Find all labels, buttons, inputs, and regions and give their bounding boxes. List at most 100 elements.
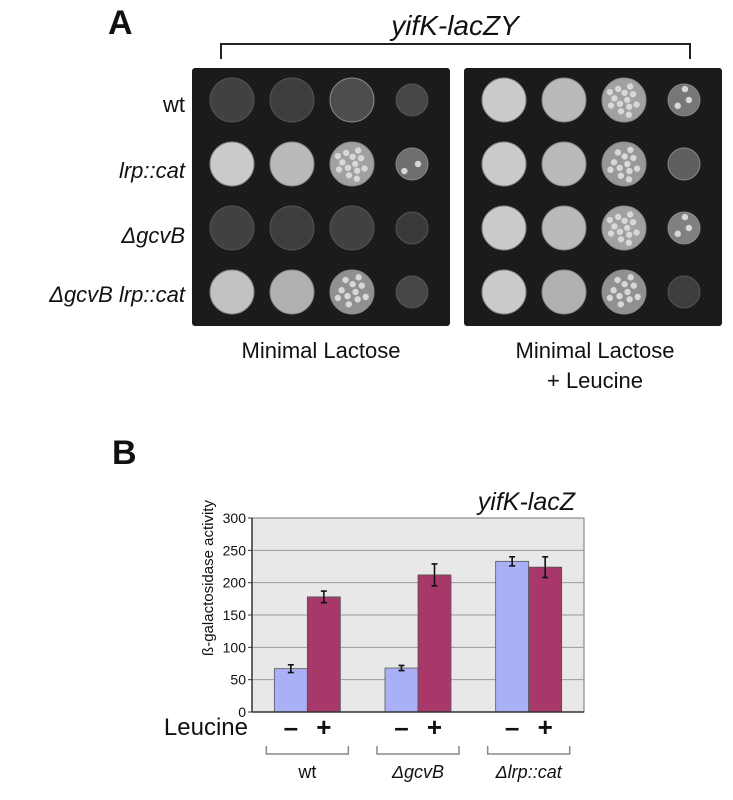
plate-left-spot-r3-c0 (209, 269, 255, 315)
plate-right-spot-r1-c2 (601, 141, 647, 187)
chart-title: yifK-lacZ (476, 488, 576, 516)
condition-label-2-0: – (505, 712, 519, 742)
plate-left-colony (354, 167, 361, 174)
plate-right-colony (607, 166, 614, 173)
plate-left-colony (352, 288, 359, 296)
plate-left-colony (355, 274, 362, 281)
plate-left-colony (344, 292, 351, 300)
plate-left-spot-r3-c2 (329, 269, 375, 315)
plate-left-spot-r0-c1 (269, 77, 315, 123)
bar-0-0 (273, 668, 308, 713)
plate-right-colony (674, 230, 681, 237)
plate-right-colony (617, 172, 625, 179)
medium-label-right-line1: Minimal Lactose (515, 338, 675, 363)
condition-label-1-1: + (427, 712, 442, 742)
plate-right-colony (617, 108, 625, 115)
plate-right-spot-r1-c3 (667, 147, 701, 181)
plate-right-colony (614, 276, 621, 284)
strain-label-gcvb-lrp-cat: ΔgcvB lrp::cat (49, 282, 185, 307)
plate-left-colony (335, 166, 343, 173)
plate-right-colony (685, 96, 693, 104)
plate-left-colony (354, 147, 362, 154)
y-tick-label: 200 (223, 575, 247, 591)
plate-right-colony (625, 239, 633, 246)
group-brackets (265, 746, 571, 755)
plate-right-colony (629, 90, 637, 98)
plate-right-colony (611, 223, 618, 230)
plate-left-colony (354, 296, 361, 303)
plate-right-colony (624, 224, 631, 232)
plate-left-spots (209, 77, 429, 315)
plate-right-colony (685, 224, 693, 232)
plate-left-spot-r2-c1 (269, 205, 315, 251)
medium-label-left: Minimal Lactose (241, 338, 401, 363)
plate-left-spot-r0-c3 (395, 83, 429, 117)
chart-y-axis-label: ß-galactosidase activity (200, 500, 217, 656)
plate-right-colony (681, 85, 689, 93)
condition-label-2-1: + (538, 712, 553, 742)
condition-labels: –+–+–+ (284, 712, 553, 742)
plate-right-colony (616, 100, 624, 107)
plate-right-colony (633, 165, 641, 172)
plate-left-colony (345, 301, 352, 308)
category-label-2: Δlrp::cat (495, 762, 563, 782)
plate-right-colony (607, 102, 615, 109)
plate-right-spot-r3-c0 (481, 269, 527, 315)
condition-label-1-0: – (394, 712, 408, 742)
plate-left-spot-r1-c1 (269, 141, 315, 187)
plate-right-colony (630, 154, 637, 162)
beta-gal-chart: yifK-lacZ ß-galactosidase activity 05010… (164, 488, 585, 782)
strain-label-gcvb: ΔgcvB (121, 223, 185, 248)
plate-right-colony (610, 287, 617, 294)
construct-label-a: yifK-lacZY (391, 10, 519, 41)
panel-a-letter: A (108, 4, 133, 42)
plate-left-colony (357, 154, 365, 162)
plate-right-spot-r3-c2 (601, 269, 647, 315)
plate-left-spot-r2-c3 (395, 211, 429, 245)
bars (273, 560, 563, 713)
plate-right-colony (626, 103, 633, 110)
plate-left-colony (358, 282, 366, 289)
plate-left-colony (353, 175, 361, 182)
plate-left-colony (414, 160, 422, 168)
panel-b-letter: B (112, 434, 137, 472)
group-bracket-2 (486, 746, 571, 755)
plate-left-colony (339, 159, 346, 166)
medium-label-right-line2: + Leucine (546, 368, 644, 393)
plate-right-colony (624, 96, 631, 104)
y-tick-label: 0 (238, 704, 246, 720)
medium-label-right: Minimal Lactose + Leucine (455, 336, 733, 396)
plate-left-spot-r3-c1 (269, 269, 315, 315)
plate-minimal-lactose (192, 68, 450, 326)
plate-left-colony (342, 149, 350, 157)
plate-right-colony (627, 274, 634, 281)
plate-right-colony (624, 288, 631, 296)
plate-right-colony (633, 101, 640, 108)
plate-left-spot-r1-c2 (329, 141, 375, 187)
plate-minimal-lactose-leucine (464, 68, 722, 326)
plate-right-colony (621, 217, 628, 224)
category-label-1: ΔgcvB (391, 762, 444, 782)
plate-right-colony (614, 85, 622, 93)
plate-right-spot-r1-c0 (481, 141, 527, 187)
plate-left-spot-r2-c2 (329, 205, 375, 251)
plate-right-colony (633, 229, 640, 236)
plate-left-colony (345, 172, 353, 179)
plate-right-colony (627, 146, 634, 154)
plate-right-colony (621, 153, 628, 160)
plate-right-colony (674, 102, 681, 109)
plate-left-spot-r0-c2 (329, 77, 375, 123)
plate-left-colony (342, 276, 349, 284)
plate-right-colony (616, 164, 623, 172)
plate-right-spot-r0-c0 (481, 77, 527, 123)
plate-left-colony (334, 294, 342, 302)
strain-label-wt: wt (163, 92, 185, 117)
plate-right-spot-r2-c2 (601, 205, 647, 251)
strain-label-lrp-cat: lrp::cat (118, 158, 185, 183)
plate-left-colony (349, 280, 356, 288)
group-bracket-0 (265, 746, 350, 755)
plate-right-spot-r2-c1 (541, 205, 587, 251)
plate-right-colony (626, 296, 633, 303)
